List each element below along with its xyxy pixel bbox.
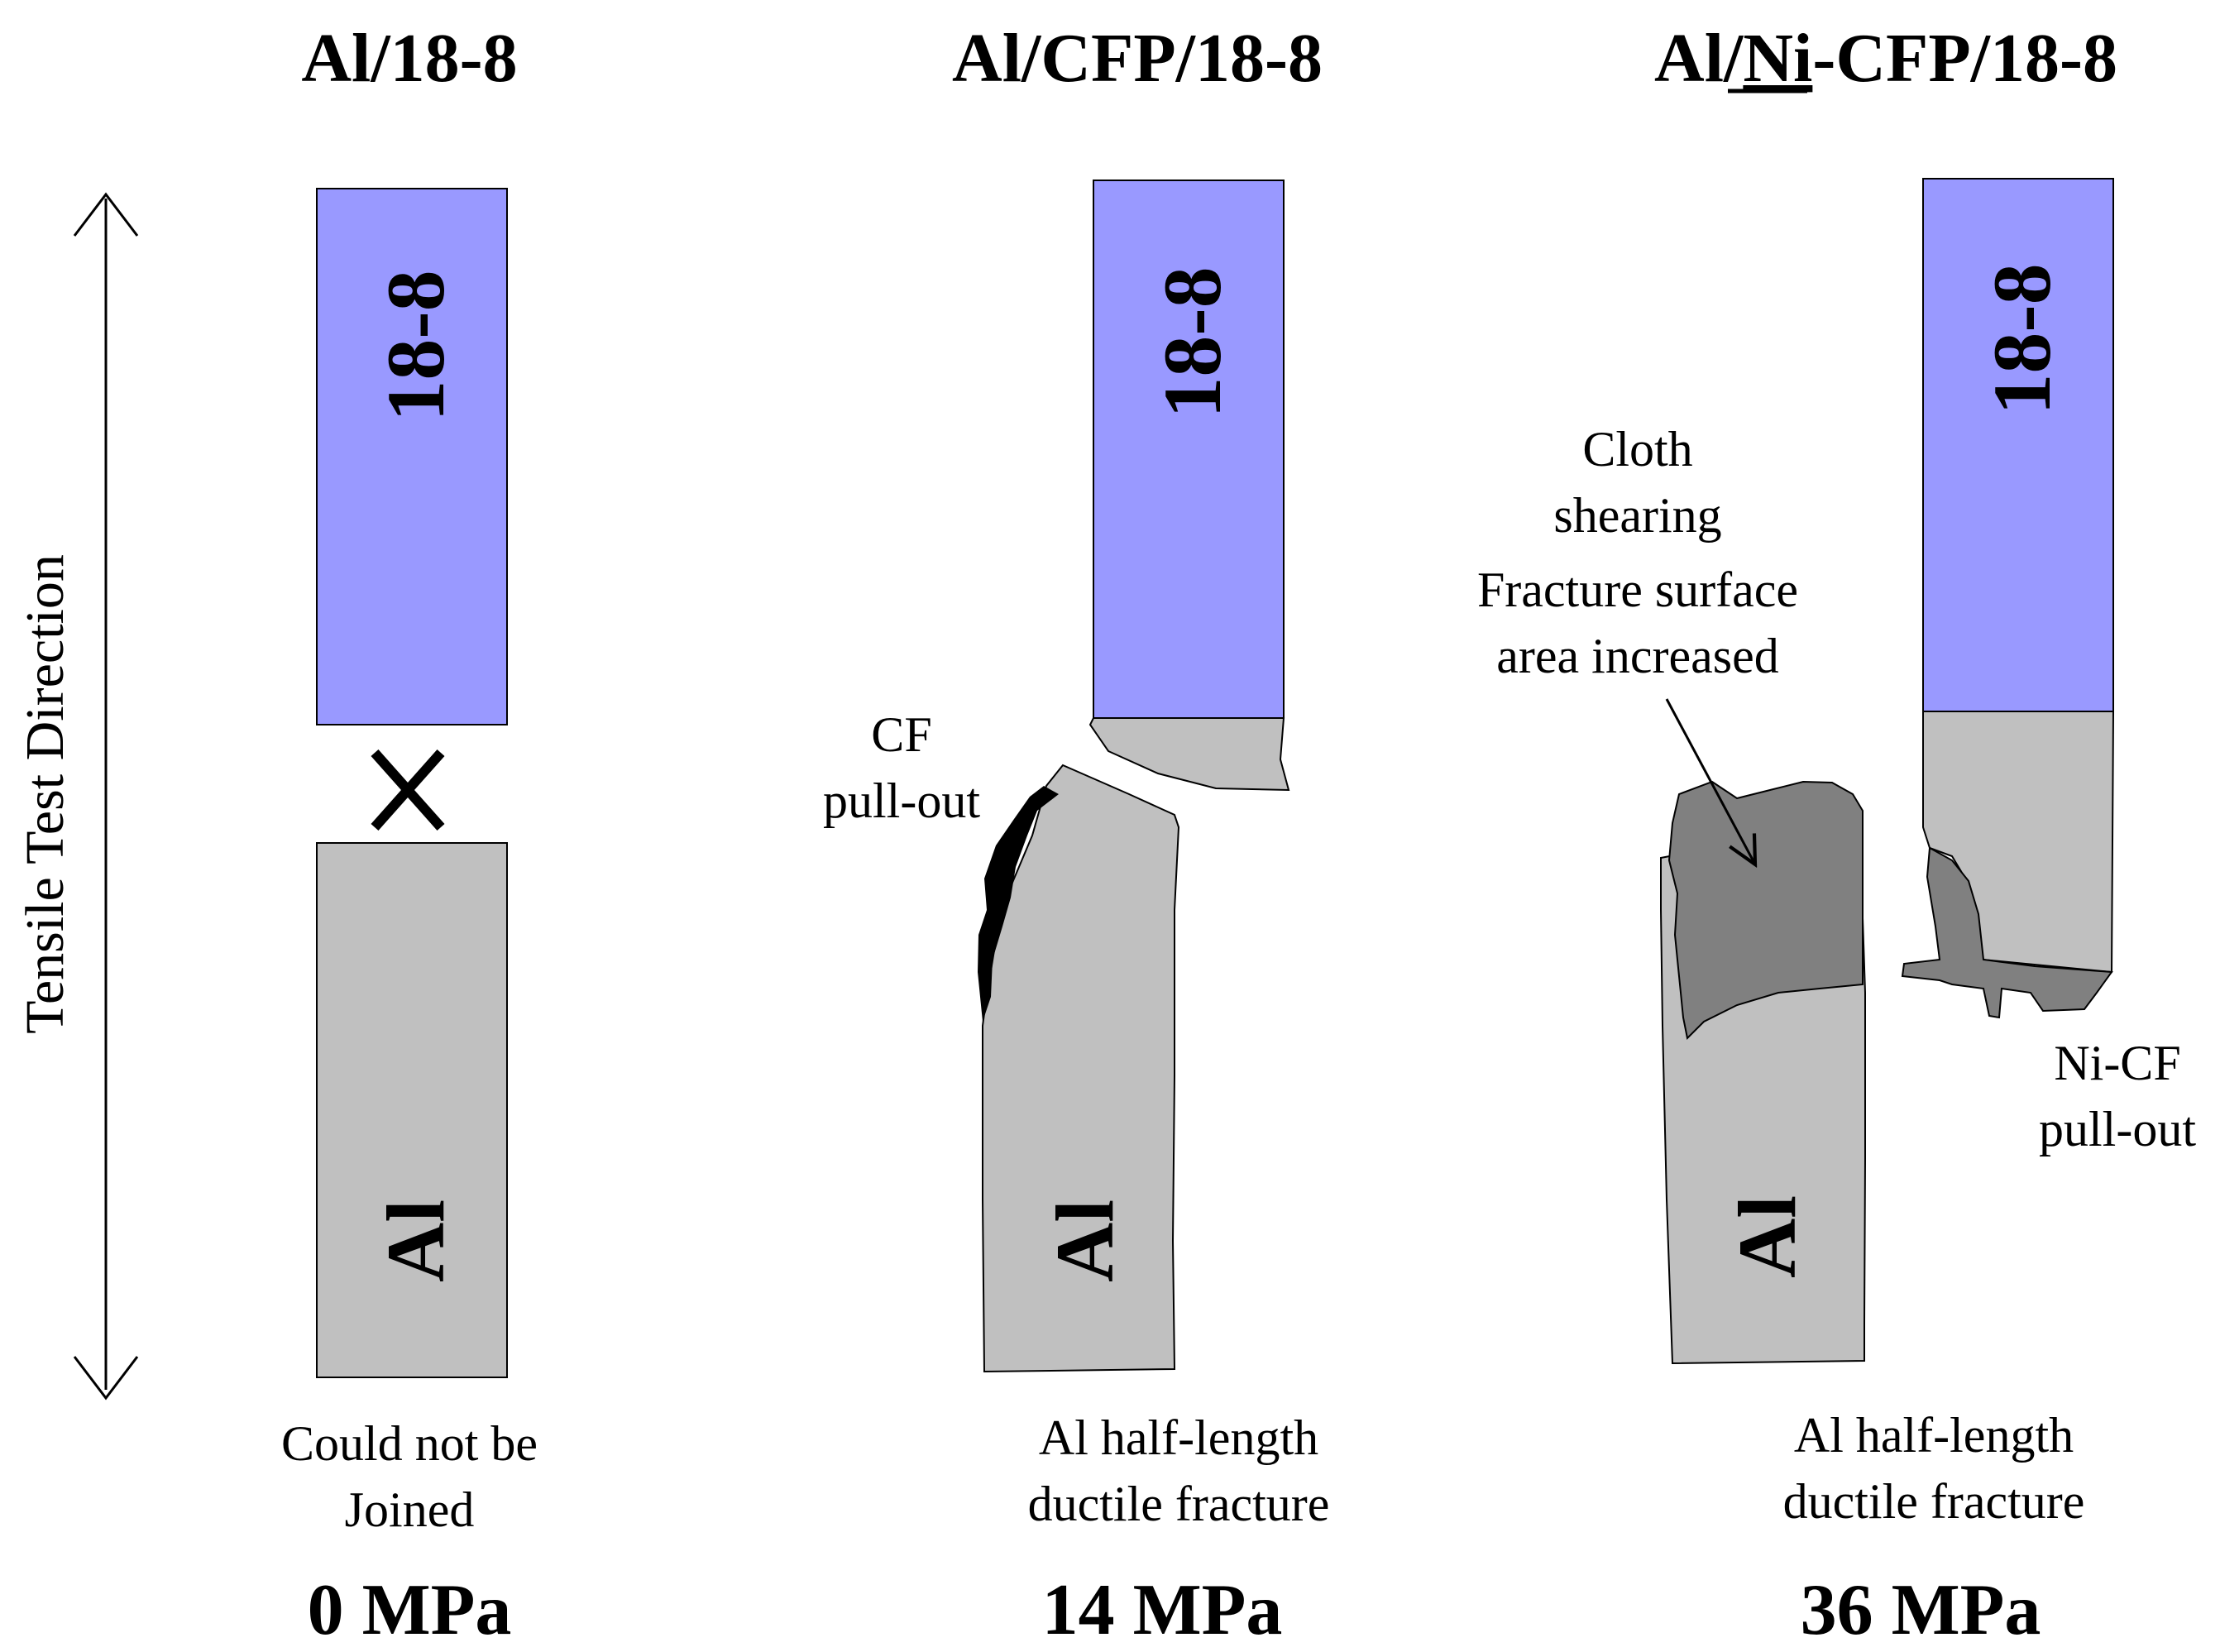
cf-pullout-fiber [978, 786, 1059, 1022]
column-title: Al/18-8 [301, 20, 517, 97]
fracture-mode-line-2: Joined [345, 1482, 475, 1537]
cloth-shearing-label-line-1: Cloth [1582, 422, 1692, 476]
aluminum-label: Al [1721, 1195, 1813, 1278]
steel-specimen [316, 188, 508, 725]
column-title: Al/Ni-CFP/18-8 [1654, 20, 2117, 97]
aluminum-label: Al [370, 1199, 462, 1282]
tensile-direction-label: Tensile Test Direction [15, 554, 75, 1034]
sheared-cloth-fracture-surface [1667, 780, 1864, 1041]
steel-side-fracture-fragment [1088, 717, 1290, 792]
fracture-mode-line-1: Could not be [281, 1416, 538, 1471]
column-al-cfp-18-8: Al/CFP/18-8 18-8 CF pull-out Al Al half-… [823, 20, 1329, 1650]
title-part-1: Al/ [1654, 20, 1744, 97]
steel-label: 18-8 [1976, 263, 2068, 414]
steel-specimen [1093, 180, 1285, 719]
ni-cf-pullout-label-line-1: Ni-CF [2054, 1036, 2180, 1090]
ni-cf-pullout [1901, 846, 2113, 1019]
steel-specimen [1922, 178, 2114, 712]
fracture-mode-line-2: ductile fracture [1028, 1477, 1330, 1531]
column-al-ni-cfp-18-8: Al/Ni-CFP/18-8 18-8 Cloth shearing Fract… [1477, 20, 2196, 1650]
joint-strength: 0 MPa [308, 1570, 512, 1650]
fracture-surface-label-line-2: area increased [1496, 629, 1778, 683]
aluminum-label: Al [1039, 1199, 1131, 1282]
failure-x-icon [371, 749, 445, 831]
steel-label: 18-8 [1146, 266, 1238, 418]
title-part-2: -CFP/18-8 [1812, 20, 2117, 97]
column-al-18-8: Al/18-8 18-8 Al Could not be Joined 0 MP… [281, 20, 538, 1650]
ni-cf-pullout-label-line-2: pull-out [2039, 1102, 2196, 1156]
joint-strength: 36 MPa [1801, 1570, 2041, 1650]
column-title: Al/CFP/18-8 [952, 20, 1323, 97]
fracture-mode-line-2: ductile fracture [1783, 1474, 2085, 1529]
tensile-direction-axis: Tensile Test Direction [15, 192, 139, 1401]
fracture-mode-line-1: Al half-length [1039, 1410, 1318, 1465]
title-part-ni: Ni [1743, 20, 1812, 97]
aluminum-specimen [316, 842, 508, 1378]
arrow-down-icon [73, 1356, 139, 1401]
cf-pullout-label-line-1: CF [871, 707, 931, 762]
cloth-shearing-label-line-2: shearing [1553, 488, 1721, 543]
joint-strength: 14 MPa [1042, 1570, 1283, 1650]
steel-label: 18-8 [370, 270, 462, 421]
fracture-surface-pointer [1665, 698, 1755, 864]
arrow-up-icon [73, 192, 139, 237]
aluminum-specimen [982, 764, 1180, 1373]
fracture-mode-line-1: Al half-length [1794, 1408, 2074, 1463]
cf-pullout-label-line-2: pull-out [823, 773, 980, 828]
fracture-surface-label-line-1: Fracture surface [1477, 563, 1798, 617]
